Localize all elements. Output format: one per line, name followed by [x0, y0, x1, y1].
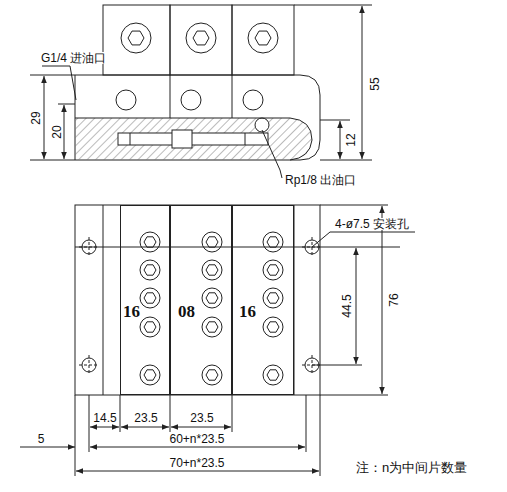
note: 注：n为中间片数量	[355, 461, 468, 474]
hex-nut	[144, 322, 156, 332]
leader-line	[312, 232, 415, 247]
dimension: 5	[37, 433, 46, 445]
dimension: 12	[345, 132, 357, 147]
upper-block	[232, 5, 294, 75]
dimension: 14.5	[92, 412, 117, 424]
outlet-fitting	[263, 260, 283, 280]
port-label: Rp1/8 出油口	[284, 174, 357, 186]
dimension: 76	[388, 292, 400, 307]
socket-head	[186, 23, 216, 53]
hex-nut	[206, 265, 218, 275]
dimension: 20	[51, 124, 63, 139]
hex-nut	[144, 293, 156, 303]
dim-line	[340, 121, 341, 159]
segment-code: 08	[178, 303, 195, 320]
hex-nut	[144, 370, 156, 380]
outlet-fitting	[202, 317, 222, 337]
outlet-fitting	[202, 260, 222, 280]
lower-body	[75, 75, 320, 160]
hex-nut	[206, 237, 218, 247]
section-hatch	[75, 118, 290, 160]
hex-nut	[144, 265, 156, 275]
segment-code: 16	[239, 303, 256, 320]
leader-line	[42, 66, 76, 100]
outlet-fitting	[140, 317, 160, 337]
dim-line	[362, 6, 363, 159]
dim-line	[64, 105, 65, 159]
dimension: 23.5	[133, 412, 158, 424]
hex-nut	[206, 322, 218, 332]
fitting	[116, 90, 136, 110]
outlet-fitting	[202, 365, 222, 385]
socket-head	[121, 23, 151, 53]
leader-line	[262, 130, 282, 178]
hex-nut	[267, 265, 279, 275]
dimension: 60+n*23.5	[168, 433, 225, 445]
outlet-fitting	[140, 288, 160, 308]
outlet-fitting	[140, 365, 160, 385]
upper-block	[103, 5, 170, 75]
outlet-fitting	[202, 232, 222, 252]
dimension: 44.5	[341, 293, 353, 318]
outlet-fitting	[263, 317, 283, 337]
hex-nut	[206, 370, 218, 380]
dimension: 23.5	[189, 412, 214, 424]
dim-line	[44, 76, 45, 159]
segment-plate: 08	[170, 205, 232, 395]
dimension: 29	[30, 110, 42, 125]
port-label: G1/4 进油口	[40, 52, 107, 64]
outlet-fitting	[263, 365, 283, 385]
outlet-fitting	[140, 232, 160, 252]
fitting	[181, 90, 201, 110]
hex-nut	[144, 237, 156, 247]
socket-head	[248, 23, 278, 53]
hex-socket	[255, 31, 271, 45]
segment-plate: 16	[232, 205, 294, 395]
dimension: 70+n*23.5	[168, 457, 225, 469]
segment-plate: 16	[120, 205, 170, 395]
dim-line	[382, 206, 383, 394]
plug	[172, 130, 192, 148]
hex-socket	[128, 31, 144, 45]
hole-label: 4-ø7.5 安装孔	[334, 218, 410, 230]
segment-code: 16	[123, 303, 140, 320]
outlet-fitting	[140, 260, 160, 280]
bore	[118, 133, 268, 145]
dimension: 55	[369, 76, 381, 91]
hex-nut	[267, 322, 279, 332]
outlet-fitting	[263, 288, 283, 308]
outlet-fitting	[263, 232, 283, 252]
base-outline	[75, 205, 320, 395]
hex-nut	[267, 237, 279, 247]
hex-nut	[267, 293, 279, 303]
hex-nut	[267, 370, 279, 380]
dim-line	[356, 248, 357, 364]
hex-socket	[193, 31, 209, 45]
outlet-fitting	[202, 288, 222, 308]
fitting	[243, 90, 263, 110]
hex-nut	[206, 293, 218, 303]
upper-block	[170, 5, 232, 75]
